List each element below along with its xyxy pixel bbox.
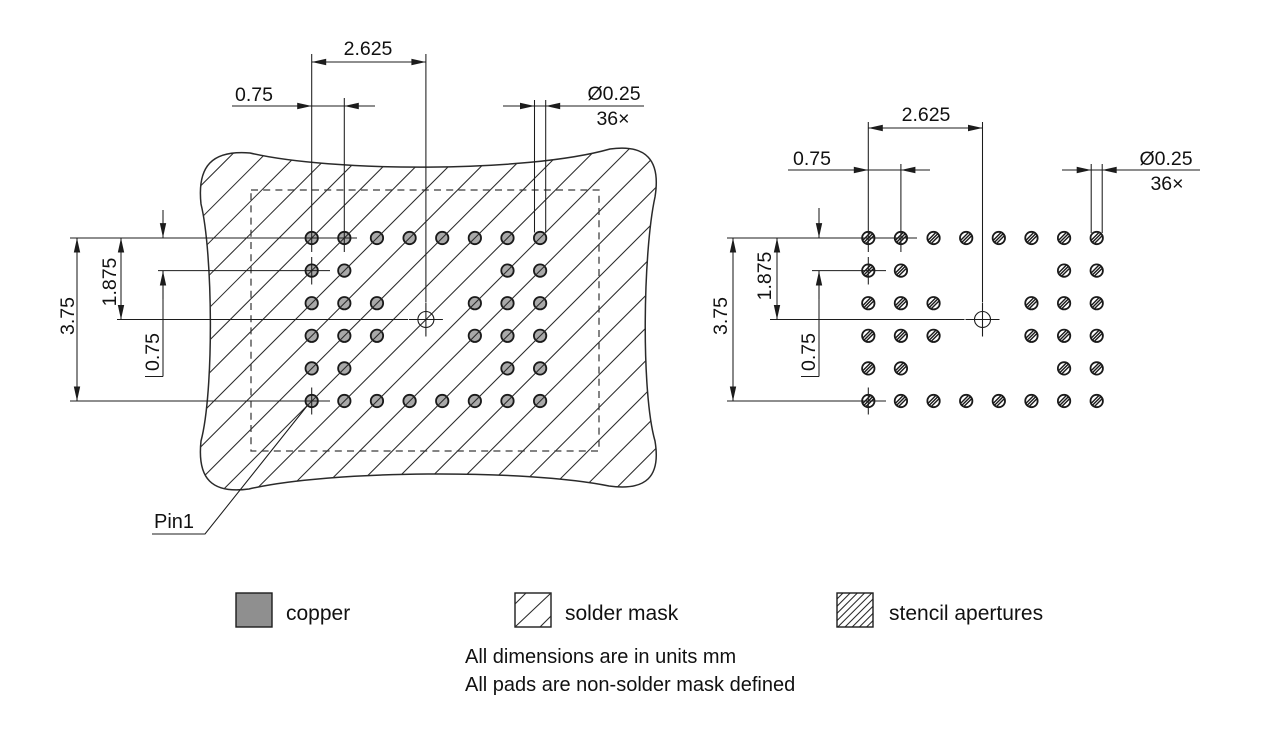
- right-dimension-lines: [729, 124, 1200, 401]
- stencil-aperture: [926, 328, 941, 343]
- dim-label-pad-diameter: Ø0.25: [1139, 148, 1192, 170]
- stencil-aperture: [1056, 393, 1072, 409]
- copper-mask-view: 2.625 0.75 Ø0.25 36× 3.75 1.875 0.75 Pin…: [57, 38, 658, 535]
- stencil-aperture: [959, 393, 974, 409]
- stencil-swatch: [836, 592, 874, 628]
- left-extension-lines: [70, 54, 547, 415]
- stencil-aperture: [861, 328, 876, 343]
- dim-label-span-y: 3.75: [710, 297, 732, 335]
- solder-mask-legend-label: solder mask: [565, 602, 679, 625]
- copper-swatch: [235, 592, 273, 628]
- stencil-aperture: [1024, 328, 1039, 343]
- stencil-aperture: [959, 230, 974, 246]
- right-extension-lines: [727, 122, 1103, 415]
- stencil-aperture: [1089, 263, 1104, 278]
- stencil-aperture: [861, 296, 876, 311]
- note-units: All dimensions are in units mm: [465, 646, 736, 668]
- stencil-aperture: [893, 361, 909, 376]
- stencil-aperture: [1024, 230, 1039, 246]
- stencil-aperture: [893, 393, 909, 409]
- stencil-aperture: [1089, 328, 1104, 343]
- dim-label-pitch-x: 0.75: [793, 148, 831, 170]
- solder-mask-swatch: [514, 592, 552, 628]
- dim-label-half-span-y: 1.875: [99, 257, 121, 306]
- dim-label-half-span-y: 1.875: [754, 251, 776, 300]
- note-nsmd: All pads are non-solder mask defined: [465, 674, 795, 696]
- stencil-aperture: [1056, 361, 1072, 376]
- stencil-aperture: [893, 328, 909, 343]
- stencil-aperture: [861, 361, 876, 376]
- stencil-aperture: [1089, 393, 1104, 409]
- stencil-aperture: [893, 263, 909, 278]
- drawing-notes: All dimensions are in units mm All pads …: [465, 646, 795, 696]
- stencil-view: 2.625 0.75 Ø0.25 36× 3.75 1.875 0.75: [710, 104, 1200, 415]
- stencil-aperture: [926, 296, 941, 311]
- stencil-aperture: [1089, 230, 1104, 246]
- left-dimension-lines: [73, 58, 644, 401]
- dim-label-span-y: 3.75: [57, 297, 79, 335]
- dim-label-pitch-y: 0.75: [142, 333, 164, 371]
- stencil-aperture: [1024, 393, 1039, 409]
- stencil-aperture: [926, 393, 941, 409]
- center-mark: [964, 301, 1001, 338]
- dim-label-pad-diameter: Ø0.25: [587, 83, 640, 105]
- dim-label-span-x: 2.625: [344, 38, 393, 60]
- dim-label-pitch-y: 0.75: [798, 333, 820, 371]
- stencil-aperture: [991, 393, 1006, 409]
- stencil-aperture: [1056, 328, 1072, 343]
- stencil-aperture: [1056, 230, 1072, 246]
- stencil-aperture: [991, 230, 1006, 246]
- stencil-aperture: [926, 230, 941, 246]
- dim-label-pitch-x: 0.75: [235, 84, 273, 106]
- stencil-aperture: [1056, 263, 1072, 278]
- dim-label-pad-count: 36×: [596, 108, 629, 130]
- pin1-leader: [152, 405, 308, 535]
- stencil-aperture: [1056, 296, 1072, 311]
- copper-legend-label: copper: [286, 602, 350, 625]
- stencil-aperture: [1089, 296, 1104, 311]
- stencil-aperture: [1089, 361, 1104, 376]
- package-outline: [250, 189, 600, 452]
- legend: copper solder mask stencil apertures: [235, 592, 1043, 628]
- stencil-aperture: [1024, 296, 1039, 311]
- stencil-aperture: [893, 296, 909, 311]
- pin1-label: Pin1: [154, 511, 194, 533]
- stencil-legend-label: stencil apertures: [889, 602, 1043, 625]
- dim-label-pad-count: 36×: [1150, 173, 1183, 195]
- dim-label-span-x: 2.625: [902, 104, 951, 126]
